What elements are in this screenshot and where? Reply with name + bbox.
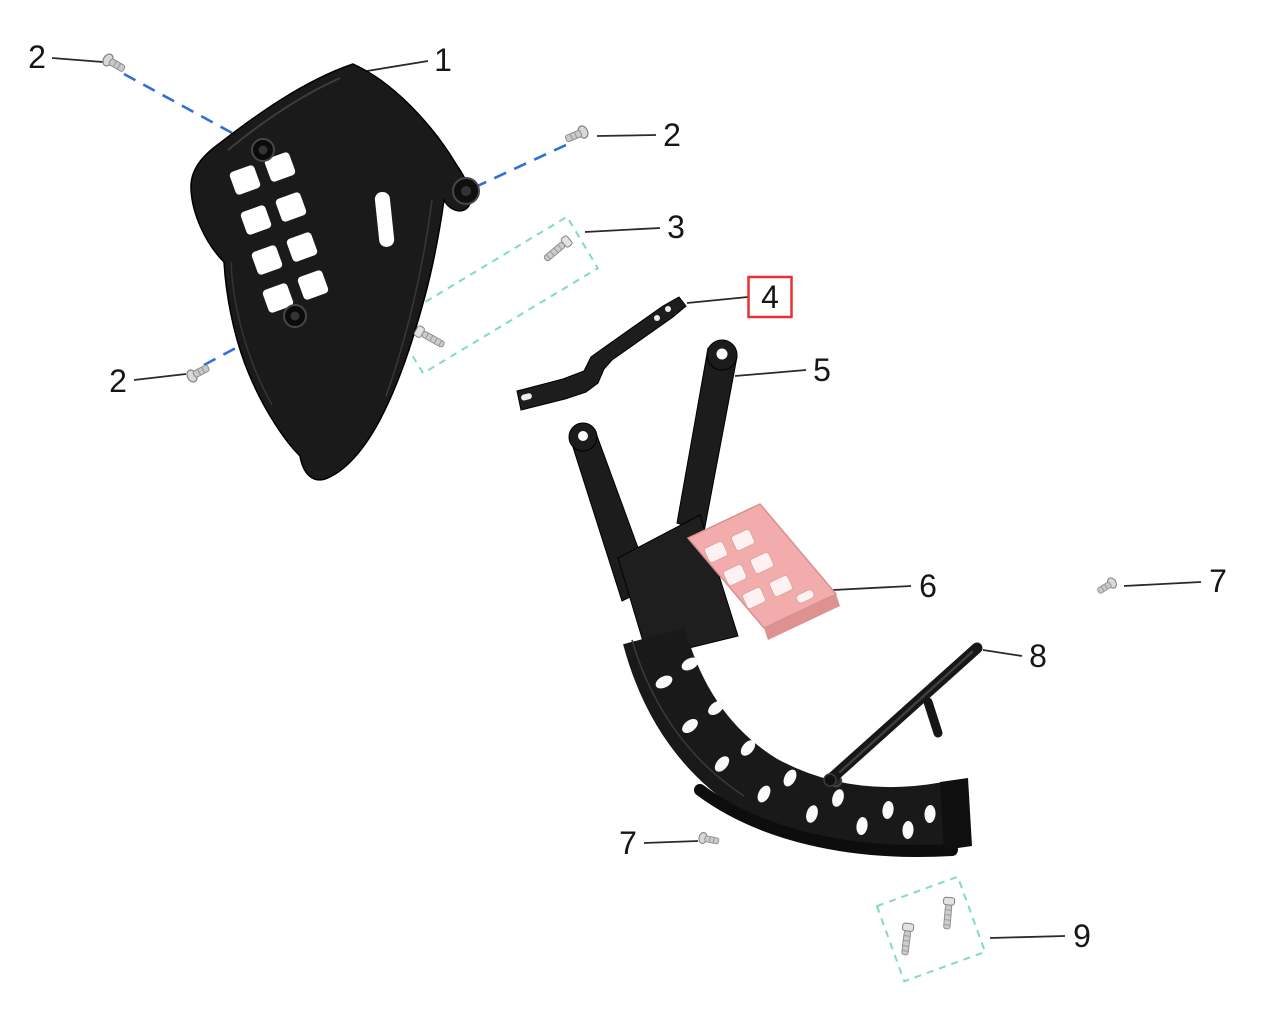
callout-6[interactable]: 6 xyxy=(919,568,937,604)
leader-line-6 xyxy=(832,585,912,591)
part-4-mounting-strap xyxy=(516,296,687,411)
callout-9[interactable]: 9 xyxy=(1073,918,1091,954)
part-5-foot-holes xyxy=(655,657,936,839)
leader-line-8 xyxy=(982,649,1023,657)
part-7-bolt-bottom xyxy=(697,831,721,848)
part-2-bolt-top xyxy=(100,51,128,76)
part-8-support-rod xyxy=(823,642,983,787)
callout-5[interactable]: 5 xyxy=(813,352,831,388)
part-2-bolt-right xyxy=(563,123,591,146)
part-3-screw-top xyxy=(541,234,574,265)
group-box-part9 xyxy=(875,875,987,983)
part-9-screw-left xyxy=(898,922,915,956)
part-4-slot-hole xyxy=(521,393,532,401)
part-1-bottom-hole xyxy=(364,442,380,462)
leader-line-9 xyxy=(989,935,1066,939)
part-1-slot xyxy=(374,192,395,247)
highlight-box-callout-4 xyxy=(747,275,793,319)
callout-leader-lines xyxy=(51,57,1202,939)
part-5-edge-highlight xyxy=(631,639,745,797)
leader-line-4 xyxy=(686,296,749,304)
part-1-highlight-left xyxy=(230,261,273,406)
part-8-end-mount xyxy=(823,773,837,787)
part-1-highlight-edge xyxy=(227,77,341,151)
leader-line-1 xyxy=(366,60,429,72)
callout-8[interactable]: 8 xyxy=(1029,638,1047,674)
part-5-bottom-flange xyxy=(694,784,958,858)
callout-4-selected[interactable]: 4 xyxy=(761,279,779,315)
part-1-mount-bosses xyxy=(251,138,480,328)
callout-7-right[interactable]: 7 xyxy=(1209,563,1227,599)
callout-2-topleft[interactable]: 2 xyxy=(28,39,46,75)
leader-line-7a xyxy=(1123,581,1202,587)
callout-2-left[interactable]: 2 xyxy=(109,363,127,399)
part-2-bolt-left xyxy=(184,361,212,385)
part-8-peg xyxy=(923,697,943,738)
leader-line-7b xyxy=(643,840,699,844)
part-4-body xyxy=(516,296,687,411)
part-3-screw-bottom xyxy=(412,324,447,351)
leader-line-3 xyxy=(584,227,661,233)
assembly-line-bolt2-top xyxy=(123,72,257,148)
leader-line-2b xyxy=(596,134,657,137)
part-5-end-cap xyxy=(940,778,972,850)
leader-line-5 xyxy=(734,369,807,377)
part-1-vent-holes xyxy=(229,152,395,462)
leader-line-2a xyxy=(51,57,104,63)
callout-3[interactable]: 3 xyxy=(667,209,685,245)
part-1-cover-panel xyxy=(190,63,480,481)
leader-line-2c xyxy=(133,373,187,381)
part-1-body xyxy=(190,63,472,481)
part-4-hole-b xyxy=(654,315,660,321)
callout-1[interactable]: 1 xyxy=(434,42,452,78)
part-6-thickness-edge xyxy=(764,594,840,640)
part-4-hole-a xyxy=(665,306,671,312)
part-6-holes xyxy=(704,529,815,609)
callout-7-bottom[interactable]: 7 xyxy=(619,825,637,861)
callout-2-right[interactable]: 2 xyxy=(663,117,681,153)
part-7-bolt-right xyxy=(1095,575,1119,597)
callout-labels: 2 1 2 3 4 2 5 6 7 8 7 9 xyxy=(28,39,1227,954)
part-1-highlight-right xyxy=(385,199,433,397)
part-9-screw-right xyxy=(940,896,956,930)
part-6-step-plate xyxy=(686,503,840,640)
assembly-line-bolt2-right xyxy=(472,143,567,190)
